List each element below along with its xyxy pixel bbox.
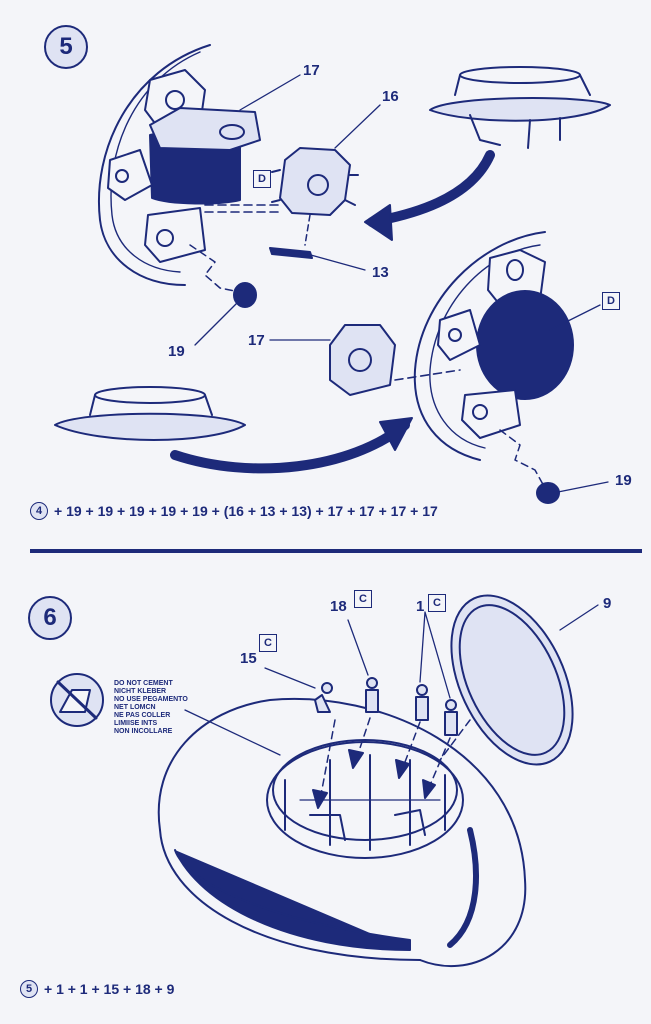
label-13: 13 — [372, 264, 389, 281]
do-not-cement-warning: DO NOT CEMENT NICHT KLEBER NO USE PEGAME… — [114, 680, 188, 736]
label-15: 15 — [240, 650, 257, 667]
tag-C-1: C — [428, 594, 446, 612]
sequence-ref-badge: 5 — [20, 980, 38, 998]
label-19-top: 19 — [168, 343, 185, 360]
label-16: 16 — [382, 88, 399, 105]
step-6-number: 6 — [43, 604, 57, 631]
no-cement-icon — [50, 673, 104, 727]
warning-line: NICHT KLEBER — [114, 688, 167, 695]
part-13 — [269, 247, 313, 259]
step-5-badge: 5 — [44, 25, 88, 69]
step-5-sequence: 4 + 19 + 19 + 19 + 19 + 19 + (16 + 13 + … — [30, 502, 438, 520]
part-16 — [271, 147, 359, 216]
warning-line: DO NOT CEMENT — [114, 680, 173, 687]
label-9: 9 — [603, 595, 612, 612]
warning-line: NET LOMCN — [114, 704, 156, 711]
saucer-half-left — [98, 44, 261, 286]
sequence-text: + 19 + 19 + 19 + 19 + 19 + (16 + 13 + 13… — [54, 503, 438, 519]
sequence-text: + 1 + 1 + 15 + 18 + 9 — [44, 981, 175, 997]
part-17-right — [329, 324, 396, 396]
figure-1b — [444, 699, 458, 736]
warning-line: NON INCOLLARE — [114, 728, 173, 735]
saucer-small-top — [429, 66, 611, 149]
label-18: 18 — [330, 598, 347, 615]
figure-1a — [415, 684, 429, 721]
tag-C-18: C — [354, 590, 372, 608]
figure-18 — [365, 677, 379, 713]
label-17-top: 17 — [303, 62, 320, 79]
label-17-right: 17 — [248, 332, 265, 349]
saucer-small-bottom — [54, 386, 246, 441]
step-6-sequence: 5 + 1 + 1 + 15 + 18 + 9 — [20, 980, 174, 998]
warning-line: LIMIISE INTS — [114, 720, 158, 727]
tag-D-right: D — [602, 292, 620, 310]
warning-line: NE PAS COLLER — [114, 712, 171, 719]
cockpit-tub — [266, 739, 464, 859]
figure-15 — [314, 682, 333, 713]
tag-C-15: C — [259, 634, 277, 652]
step-6-badge: 6 — [28, 596, 72, 640]
section-divider — [30, 549, 642, 553]
saucer-half-right — [413, 231, 574, 461]
step-5-number: 5 — [59, 33, 73, 60]
sequence-ref-badge: 4 — [30, 502, 48, 520]
label-1: 1 — [416, 598, 425, 615]
label-19-bottom: 19 — [615, 472, 632, 489]
warning-line: NO USE PEGAMENTO — [114, 696, 188, 703]
tag-D-left: D — [253, 170, 271, 188]
part-9-canopy — [450, 594, 574, 766]
